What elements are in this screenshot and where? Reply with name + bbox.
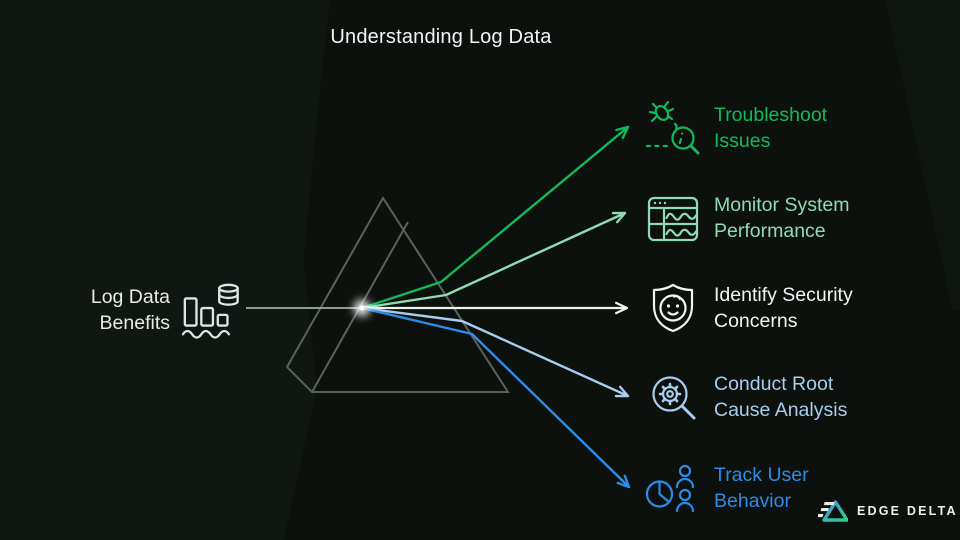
benefit-row-security: Identify Security Concerns: [645, 279, 853, 337]
ray-security-arrow: [360, 301, 629, 315]
gear-magnifier-icon: [652, 376, 696, 420]
bug-magnifier-icon: [645, 100, 700, 155]
wave-line: [181, 329, 231, 339]
pie-users-icon: [645, 464, 695, 513]
log-data-icon-svg: [181, 283, 239, 339]
ray-monitor-arrow: [360, 211, 627, 310]
benefit-label: Track User Behavior: [714, 464, 809, 512]
benefit-row-userbehavior: Track User Behavior: [645, 459, 809, 517]
refraction-glow: [354, 300, 370, 316]
benefit-label: Identify Security Concerns: [714, 284, 853, 332]
page-title: Understanding Log Data: [330, 26, 552, 48]
shield-face-icon: [652, 283, 694, 333]
ray-troubleshoot-arrow: [360, 125, 630, 310]
benefit-label: Troubleshoot Issues: [714, 104, 828, 152]
prism-shape: [285, 196, 510, 393]
log-data-icon: [180, 280, 242, 342]
bar-small: [216, 313, 229, 327]
ray-userbehavior-arrow: [360, 306, 631, 489]
database-cylinder-icon: [218, 283, 239, 306]
benefit-row-troubleshoot: Troubleshoot Issues: [645, 99, 827, 157]
benefit-row-monitor: Monitor System Performance: [645, 189, 849, 247]
benefit-label: Monitor System Performance: [714, 194, 850, 242]
source-label-line2: Benefits: [99, 312, 170, 334]
edge-delta-logo: EDGE DELTA: [818, 499, 958, 522]
edge-delta-logo-text: EDGE DELTA: [857, 503, 958, 518]
ray-rootcause-arrow: [360, 306, 630, 398]
bar-tall: [183, 297, 198, 327]
benefit-row-rootcause: Conduct Root Cause Analysis: [645, 368, 847, 426]
source-label: Log Data Benefits: [36, 284, 170, 336]
edge-delta-logo-mark-icon: [818, 500, 848, 522]
source-label-line1: Log Data: [90, 286, 170, 308]
bar-medium: [200, 306, 215, 327]
dashboard-waves-icon: [647, 196, 699, 242]
benefit-label: Conduct Root Cause Analysis: [714, 373, 848, 421]
